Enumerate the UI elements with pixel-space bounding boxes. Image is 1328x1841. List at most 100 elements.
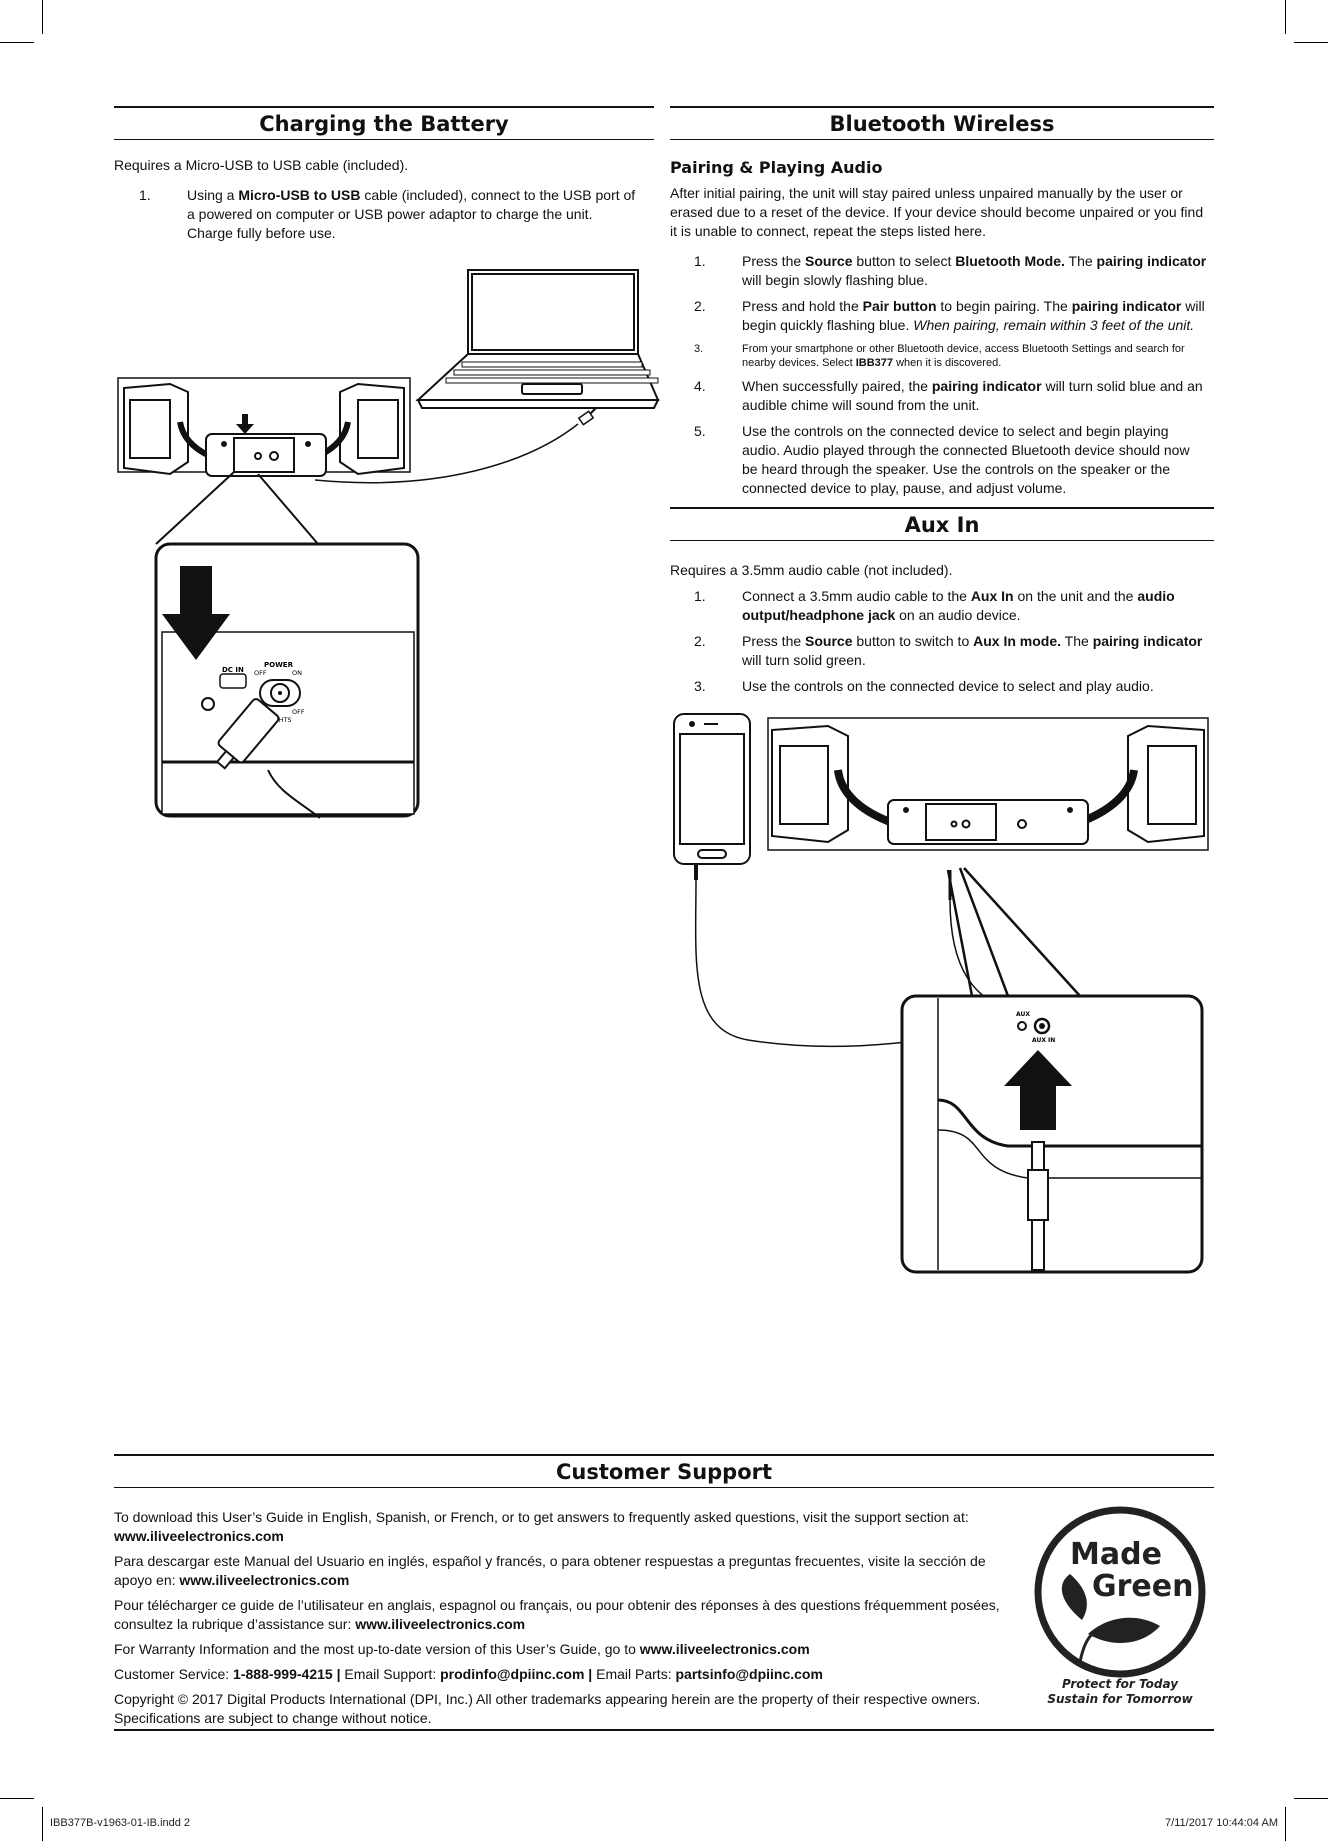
- aux-diagram: AUX AUX IN: [673, 713, 1209, 1274]
- section-heading-charging: Charging the Battery: [114, 106, 654, 140]
- dc-in-label: DC IN: [222, 666, 244, 674]
- crop-mark: [1294, 42, 1328, 43]
- crop-mark: [0, 1798, 34, 1799]
- text-run: on the unit and the: [1013, 588, 1138, 604]
- list-number: 1.: [139, 187, 151, 203]
- list-number: 5.: [694, 423, 706, 439]
- crop-mark: [42, 1807, 43, 1841]
- list-item: 3. From your smartphone or other Bluetoot…: [694, 342, 1208, 370]
- text-run: Pour télécharger ce guide de l’utilisate…: [114, 1597, 1000, 1632]
- section-heading-aux: Aux In: [670, 507, 1214, 541]
- text-run: Customer Service:: [114, 1666, 234, 1682]
- list-item: 1.Press the Source button to select Blue…: [694, 252, 1208, 290]
- aux-intro: Requires a 3.5mm audio cable (not includ…: [670, 562, 953, 578]
- text-run: |: [584, 1666, 597, 1682]
- text-run: www.iliveelectronics.com: [355, 1616, 526, 1632]
- text-run: Micro-USB to USB: [238, 187, 361, 203]
- support-paragraph: To download this User’s Guide in English…: [114, 1508, 1014, 1546]
- list-number: 4.: [694, 378, 706, 394]
- text-run: 1-888-999-4215: [233, 1666, 333, 1682]
- text-run: Email Parts:: [596, 1666, 676, 1682]
- text-run: Aux In mode.: [973, 633, 1062, 649]
- charging-steps: 1.Using a Micro-USB to USB cable (includ…: [139, 186, 639, 250]
- text-run: www.iliveelectronics.com: [639, 1641, 810, 1657]
- text-run: pairing indicator: [1092, 633, 1203, 649]
- lights-label: LIGHTS: [268, 716, 292, 724]
- text-run: Source: [805, 633, 853, 649]
- section-heading-support: Customer Support: [114, 1454, 1214, 1488]
- text-run: will turn solid blue and an audible chim…: [742, 378, 1203, 413]
- text-run: when it is discovered.: [893, 357, 1002, 369]
- list-item: 1.Using a Micro-USB to USB cable (includ…: [139, 186, 639, 243]
- text-run: button to select: [852, 253, 956, 269]
- aux-plug-icon: [1027, 1141, 1049, 1271]
- text-run: Para descargar este Manual del Usuario e…: [114, 1553, 986, 1588]
- power-label: POWER: [264, 661, 294, 669]
- text-run: Use the controls on the connected device…: [742, 678, 1154, 694]
- text-run: cable (included), connect to the USB por…: [187, 187, 636, 241]
- bluetooth-intro: After initial pairing, the unit will sta…: [670, 185, 1204, 239]
- crop-mark: [42, 0, 43, 34]
- leaf-icon: [1061, 1574, 1160, 1663]
- text-run: prodinfo@dpiinc.com: [440, 1666, 585, 1682]
- off2-label: OFF: [292, 708, 305, 716]
- list-number: 3.: [694, 678, 706, 694]
- text-run: Source: [805, 253, 853, 269]
- support-paragraph: Para descargar este Manual del Usuario e…: [114, 1552, 1014, 1590]
- text-run: will turn solid green.: [742, 652, 866, 668]
- text-run: www.iliveelectronics.com: [114, 1528, 284, 1544]
- text-run: on an audio device.: [895, 607, 1021, 623]
- text-run: Press the: [742, 633, 806, 649]
- text-run: To download this User’s Guide in English…: [114, 1509, 969, 1525]
- text-run: www.iliveelectronics.com: [179, 1572, 350, 1588]
- footer-file-name: IBB377B-v1963-01-IB.indd 2: [50, 1817, 191, 1829]
- badge-tag2: Sustain for Tomorrow: [1047, 1692, 1193, 1706]
- text-run: Pair button: [862, 298, 937, 314]
- crop-mark: [1294, 1798, 1328, 1799]
- text-run: audio output/headphone jack: [742, 588, 1175, 623]
- crop-mark: [0, 42, 34, 43]
- speaker-icon: [767, 717, 1209, 851]
- list-number: 3.: [694, 343, 704, 355]
- made-green-badge: Made Green Protect for Today Sustain for…: [1034, 1506, 1206, 1706]
- badge-line2: Green: [1092, 1569, 1193, 1604]
- badge-tag1: Protect for Today: [1062, 1677, 1179, 1691]
- text-run: When pairing, remain within 3 feet of th…: [913, 317, 1195, 333]
- list-item: 3. Use the controls on the connected devi…: [694, 677, 1208, 696]
- text-run: Press the: [742, 253, 806, 269]
- speaker-icon: [117, 377, 411, 477]
- list-number: 2.: [694, 298, 706, 314]
- micro-usb-plug-icon: [215, 698, 280, 770]
- support-paragraph: Pour télécharger ce guide de l’utilisate…: [114, 1596, 1014, 1634]
- crop-mark: [1285, 0, 1286, 34]
- aux-steps: 1.Connect a 3.5mm audio cable to the Aux…: [694, 587, 1208, 703]
- text-run: The: [1061, 633, 1093, 649]
- text-run: Copyright © 2017 Digital Products Intern…: [114, 1691, 981, 1726]
- badge-line1: Made: [1070, 1537, 1162, 1572]
- text-run: will begin quickly flashing blue.: [742, 298, 1205, 333]
- text-run: pairing indicator: [1071, 298, 1182, 314]
- support-paragraph: Copyright © 2017 Digital Products Intern…: [114, 1690, 1014, 1728]
- support-bottom-rule: [114, 1729, 1214, 1731]
- on-label: ON: [292, 669, 302, 677]
- text-run: Email Support:: [344, 1666, 441, 1682]
- text-run: pairing indicator: [1096, 253, 1207, 269]
- list-number: 2.: [694, 633, 706, 649]
- bluetooth-subtitle: Pairing & Playing Audio: [670, 158, 883, 177]
- footer-timestamp: 7/11/2017 10:44:04 AM: [1165, 1817, 1278, 1829]
- list-item: 2. Press the Source button to switch to A…: [694, 632, 1208, 670]
- text-run: button to switch to: [852, 633, 974, 649]
- text-run: Connect a 3.5mm audio cable to the: [742, 588, 971, 604]
- off-label: OFF: [254, 669, 267, 677]
- smartphone-icon: [673, 713, 751, 865]
- support-paragraph: Customer Service: 1-888-999-4215 | Email…: [114, 1665, 1014, 1684]
- aux-in-label: AUX IN: [1032, 1037, 1055, 1044]
- text-run: Use the controls on the connected device…: [742, 423, 1190, 496]
- text-run: From your smartphone or other Bluetooth …: [742, 343, 1185, 369]
- text-run: For Warranty Information and the most up…: [114, 1641, 640, 1657]
- list-item: 5. Use the controls on the connected devi…: [694, 422, 1208, 498]
- support-paragraph: For Warranty Information and the most up…: [114, 1640, 1014, 1659]
- text-run: When successfully paired, the: [742, 378, 932, 394]
- text-run: Press and hold the: [742, 298, 863, 314]
- crop-mark: [1285, 1807, 1286, 1841]
